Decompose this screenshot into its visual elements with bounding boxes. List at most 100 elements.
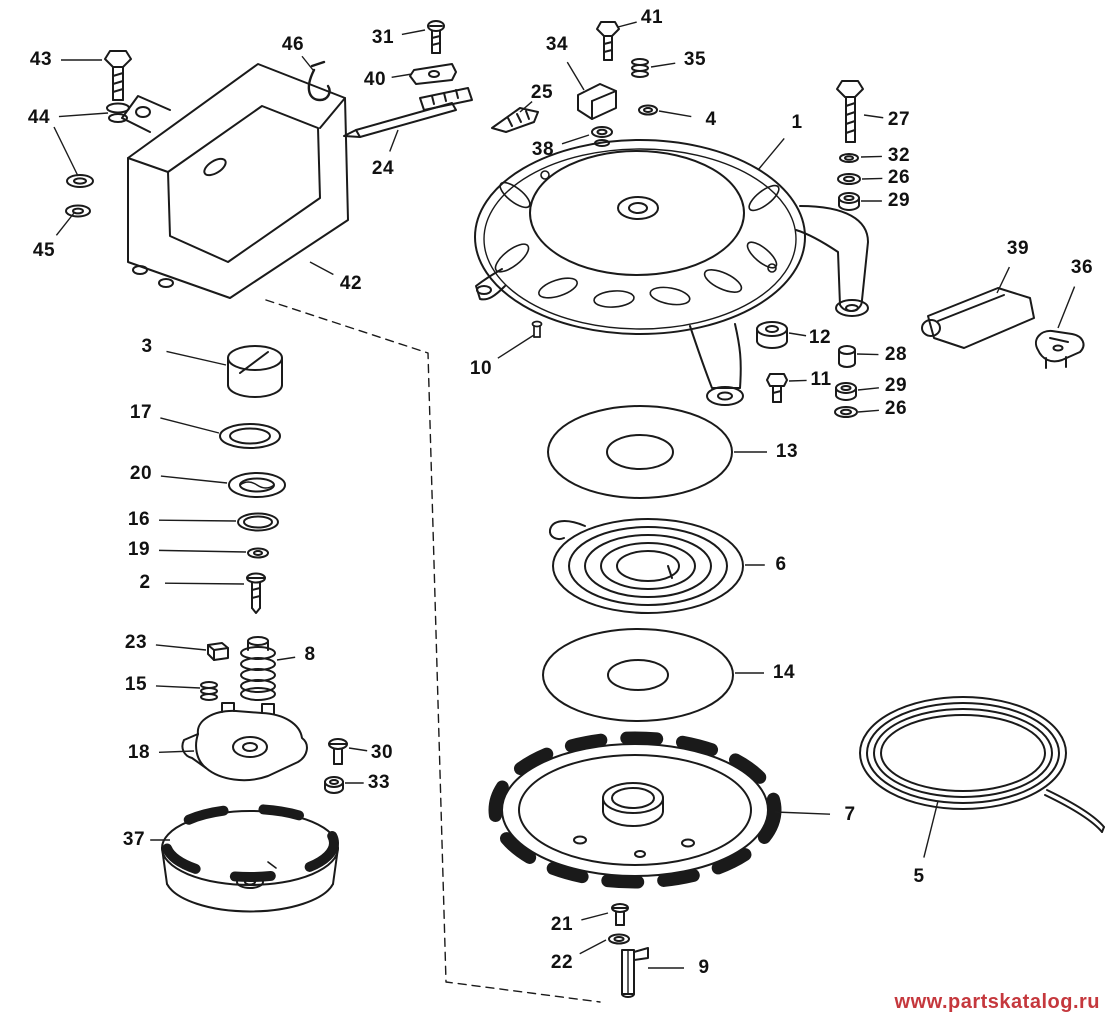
- callout-label-37: 37: [122, 829, 146, 850]
- callout-label-13: 13: [775, 441, 799, 462]
- callout-label-46: 46: [281, 34, 305, 55]
- starter-pulley-part-7: [488, 731, 782, 889]
- starter-handle-part-39: [921, 287, 1035, 349]
- callout-label-28: 28: [884, 344, 908, 365]
- callout-label-1: 1: [791, 112, 803, 133]
- rod-part-24: [343, 87, 473, 138]
- leader-line-35: [650, 62, 676, 68]
- grommet-part-12: [756, 321, 788, 349]
- pin-part-9: [621, 947, 649, 998]
- wedge-part-25: [491, 107, 539, 133]
- leader-line-4: [658, 110, 692, 118]
- washer-part-32: [839, 153, 859, 163]
- callout-label-29: 29: [884, 375, 908, 396]
- callout-label-9: 9: [698, 957, 710, 978]
- leader-line-19: [158, 549, 247, 553]
- screw-part-11: [766, 373, 788, 403]
- leader-line-31: [401, 29, 426, 36]
- leader-line-12: [788, 332, 807, 337]
- assembly-axis-dashed-line: [265, 299, 601, 1003]
- callout-label-14: 14: [772, 662, 796, 683]
- leader-line-17: [160, 417, 220, 434]
- callout-label-27: 27: [887, 109, 911, 130]
- starter-housing-part-1: [474, 139, 869, 406]
- pawl-bracket-part-34: [577, 83, 617, 120]
- screw-part-21: [611, 903, 629, 926]
- leader-line-40: [391, 73, 413, 78]
- leader-line-46: [301, 55, 314, 71]
- grommet-part-29: [838, 192, 860, 211]
- callout-label-11: 11: [810, 369, 832, 390]
- leader-line-44: [58, 112, 109, 118]
- leader-line-39: [996, 266, 1011, 294]
- leader-line-25: [519, 101, 533, 113]
- callout-label-38: 38: [531, 139, 555, 160]
- leader-line-20: [160, 475, 228, 484]
- callout-label-16: 16: [127, 509, 151, 530]
- callout-label-22: 22: [550, 952, 574, 973]
- callout-label-8: 8: [304, 644, 316, 665]
- callout-label-30: 30: [370, 742, 394, 763]
- bolt-part-43: [104, 50, 132, 123]
- leader-line-26: [857, 409, 879, 413]
- callout-label-31: 31: [371, 27, 395, 48]
- washer-part-17: [219, 423, 281, 449]
- callout-label-24: 24: [371, 158, 395, 179]
- spring-part-8: [240, 636, 276, 701]
- nut-part-33: [324, 776, 344, 794]
- callout-label-25: 25: [530, 82, 554, 103]
- recoil-spring-part-6: [548, 518, 744, 614]
- callout-label-45: 45: [32, 240, 56, 261]
- leader-line-11: [788, 379, 807, 382]
- washer-part-4: [638, 104, 658, 116]
- callout-label-42: 42: [339, 273, 363, 294]
- screw-part-2: [246, 572, 266, 614]
- washer-part-45: [65, 204, 91, 218]
- bushing-part-28: [838, 345, 856, 368]
- leader-line-29: [857, 387, 879, 391]
- callout-label-2: 2: [139, 572, 151, 593]
- callout-label-34: 34: [545, 34, 569, 55]
- leader-line-30: [348, 747, 368, 752]
- leader-line-3: [166, 350, 227, 366]
- leader-line-34: [566, 61, 585, 91]
- watermark-text: www.partskatalog.ru: [894, 991, 1100, 1013]
- ratchet-cup-part-37: [161, 804, 339, 913]
- bolt-part-27: [836, 80, 864, 143]
- callout-label-26: 26: [884, 398, 908, 419]
- callout-label-43: 43: [29, 49, 53, 70]
- washer-part-22: [608, 933, 630, 945]
- washer-part-26: [837, 173, 861, 185]
- callout-label-18: 18: [127, 742, 151, 763]
- callout-label-7: 7: [844, 804, 856, 825]
- leader-line-16: [158, 519, 237, 522]
- callout-label-26: 26: [887, 167, 911, 188]
- callout-label-6: 6: [775, 554, 787, 575]
- spring-part-35: [631, 58, 649, 78]
- leader-line-7: [774, 811, 831, 815]
- retainer-ring-part-16: [237, 512, 279, 532]
- callout-label-35: 35: [683, 49, 707, 70]
- friction-disc-part-13: [547, 405, 733, 499]
- callout-label-12: 12: [808, 327, 832, 348]
- callout-label-20: 20: [129, 463, 153, 484]
- leader-line-10: [497, 334, 535, 359]
- leader-line-45: [55, 212, 75, 236]
- callout-label-33: 33: [367, 772, 391, 793]
- screw-part-30: [328, 738, 348, 765]
- callout-label-29: 29: [887, 190, 911, 211]
- leader-line-36: [1057, 286, 1076, 329]
- leader-line-23: [155, 644, 207, 651]
- leader-line-42: [309, 261, 334, 276]
- callout-label-36: 36: [1070, 257, 1094, 278]
- leader-line-extra-0: [53, 126, 79, 177]
- callout-label-19: 19: [127, 539, 151, 560]
- leader-line-32: [860, 155, 882, 158]
- rope-anchor-part-36: [1034, 329, 1085, 369]
- callout-label-10: 10: [469, 358, 493, 379]
- leader-line-24: [389, 129, 399, 152]
- washer-part-19: [247, 547, 269, 559]
- callout-label-15: 15: [124, 674, 148, 695]
- spring-cup-part-3: [227, 345, 283, 398]
- washer-part-44: [66, 174, 94, 188]
